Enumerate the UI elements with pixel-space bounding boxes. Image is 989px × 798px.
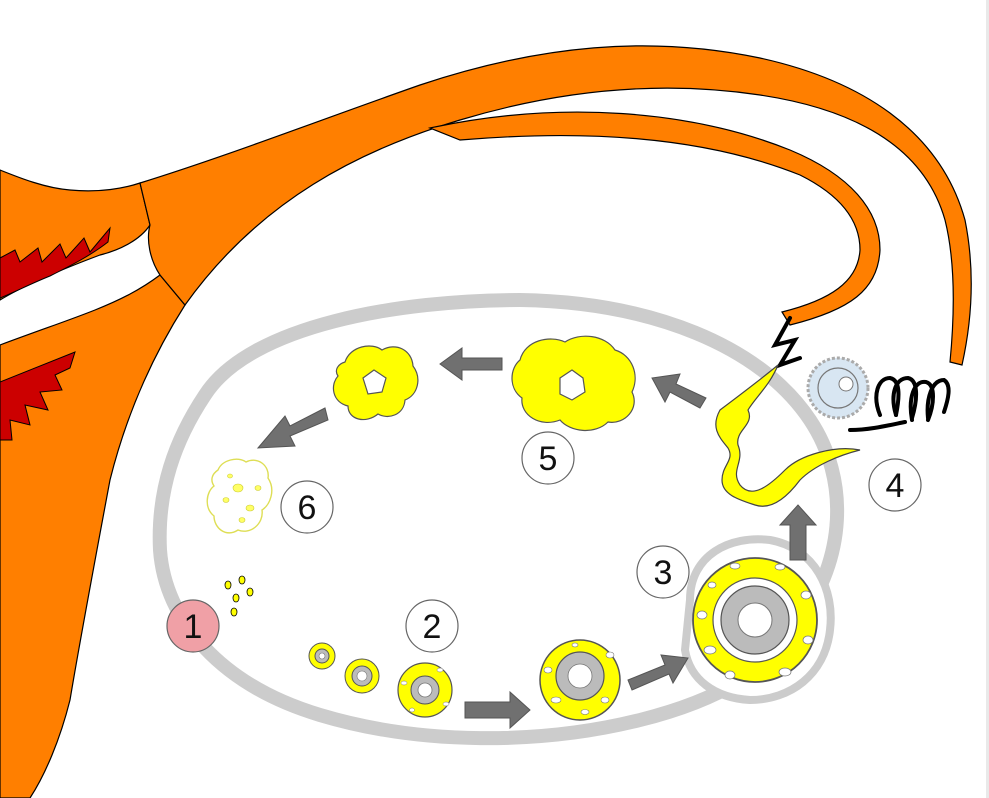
stage-number: 5 (539, 440, 558, 478)
fimbriae (771, 316, 951, 432)
corpus-luteum (511, 335, 636, 431)
stage-marker-3: 3 (636, 545, 690, 599)
ovulated-egg (806, 356, 870, 420)
arrow-graafian-to-ovulation (778, 504, 818, 561)
secondary-follicle (397, 662, 453, 718)
fimbria-right-5 (848, 420, 907, 432)
stage-marker-circle (636, 545, 690, 599)
fimbria-right-1 (874, 375, 901, 417)
arrow-secondary-to-tertiary (464, 690, 531, 730)
stage-marker-6: 6 (280, 480, 334, 534)
stage-marker-5: 5 (521, 431, 575, 485)
arrow-tertiary-to-graafian (627, 654, 689, 691)
corpus-albicans (206, 458, 273, 534)
arrow-regression-to-albicans (256, 407, 329, 449)
stage-number: 2 (423, 608, 442, 646)
stage-marker-circle (280, 480, 334, 534)
fimbria-right-4 (925, 377, 951, 420)
primary-follicle-1 (308, 642, 336, 670)
endometrium-lower (0, 351, 76, 441)
arrow-corpus-luteum-to-regression (439, 347, 503, 381)
stage-marker-4: 4 (868, 458, 922, 512)
ruptured-follicle-tissue (715, 364, 861, 507)
graafian-follicle (692, 557, 818, 683)
stage-labels: 1 2 3 4 5 6 (166, 431, 922, 653)
primordial-follicles (224, 575, 254, 617)
fallopian-tube (139, 45, 972, 366)
fallopian-tube-inner-arm (427, 111, 881, 326)
stage-marker-circle (868, 458, 922, 512)
stage-marker-1: 1 (166, 599, 220, 653)
stage-marker-circle (521, 431, 575, 485)
cycle-arrows (256, 347, 818, 730)
endometrium-upper (0, 226, 111, 299)
stage-number: 4 (886, 467, 905, 505)
page-edge (986, 0, 989, 798)
regressing-corpus-luteum (332, 345, 419, 421)
tertiary-follicle (539, 639, 621, 721)
fimbria-right-2 (891, 375, 919, 420)
stage-marker-2: 2 (405, 599, 459, 653)
stage-marker-circle (166, 599, 220, 653)
arrow-ovulation-to-corpus-luteum (651, 373, 707, 409)
uterus (0, 169, 186, 798)
stage-number: 3 (654, 554, 673, 592)
fimbria-right-3 (908, 379, 935, 422)
stage-number: 1 (184, 608, 203, 646)
stage-marker-circle (405, 599, 459, 653)
primary-follicle-2 (344, 658, 380, 694)
stage-number: 6 (298, 489, 317, 527)
fimbria-left (771, 316, 802, 369)
